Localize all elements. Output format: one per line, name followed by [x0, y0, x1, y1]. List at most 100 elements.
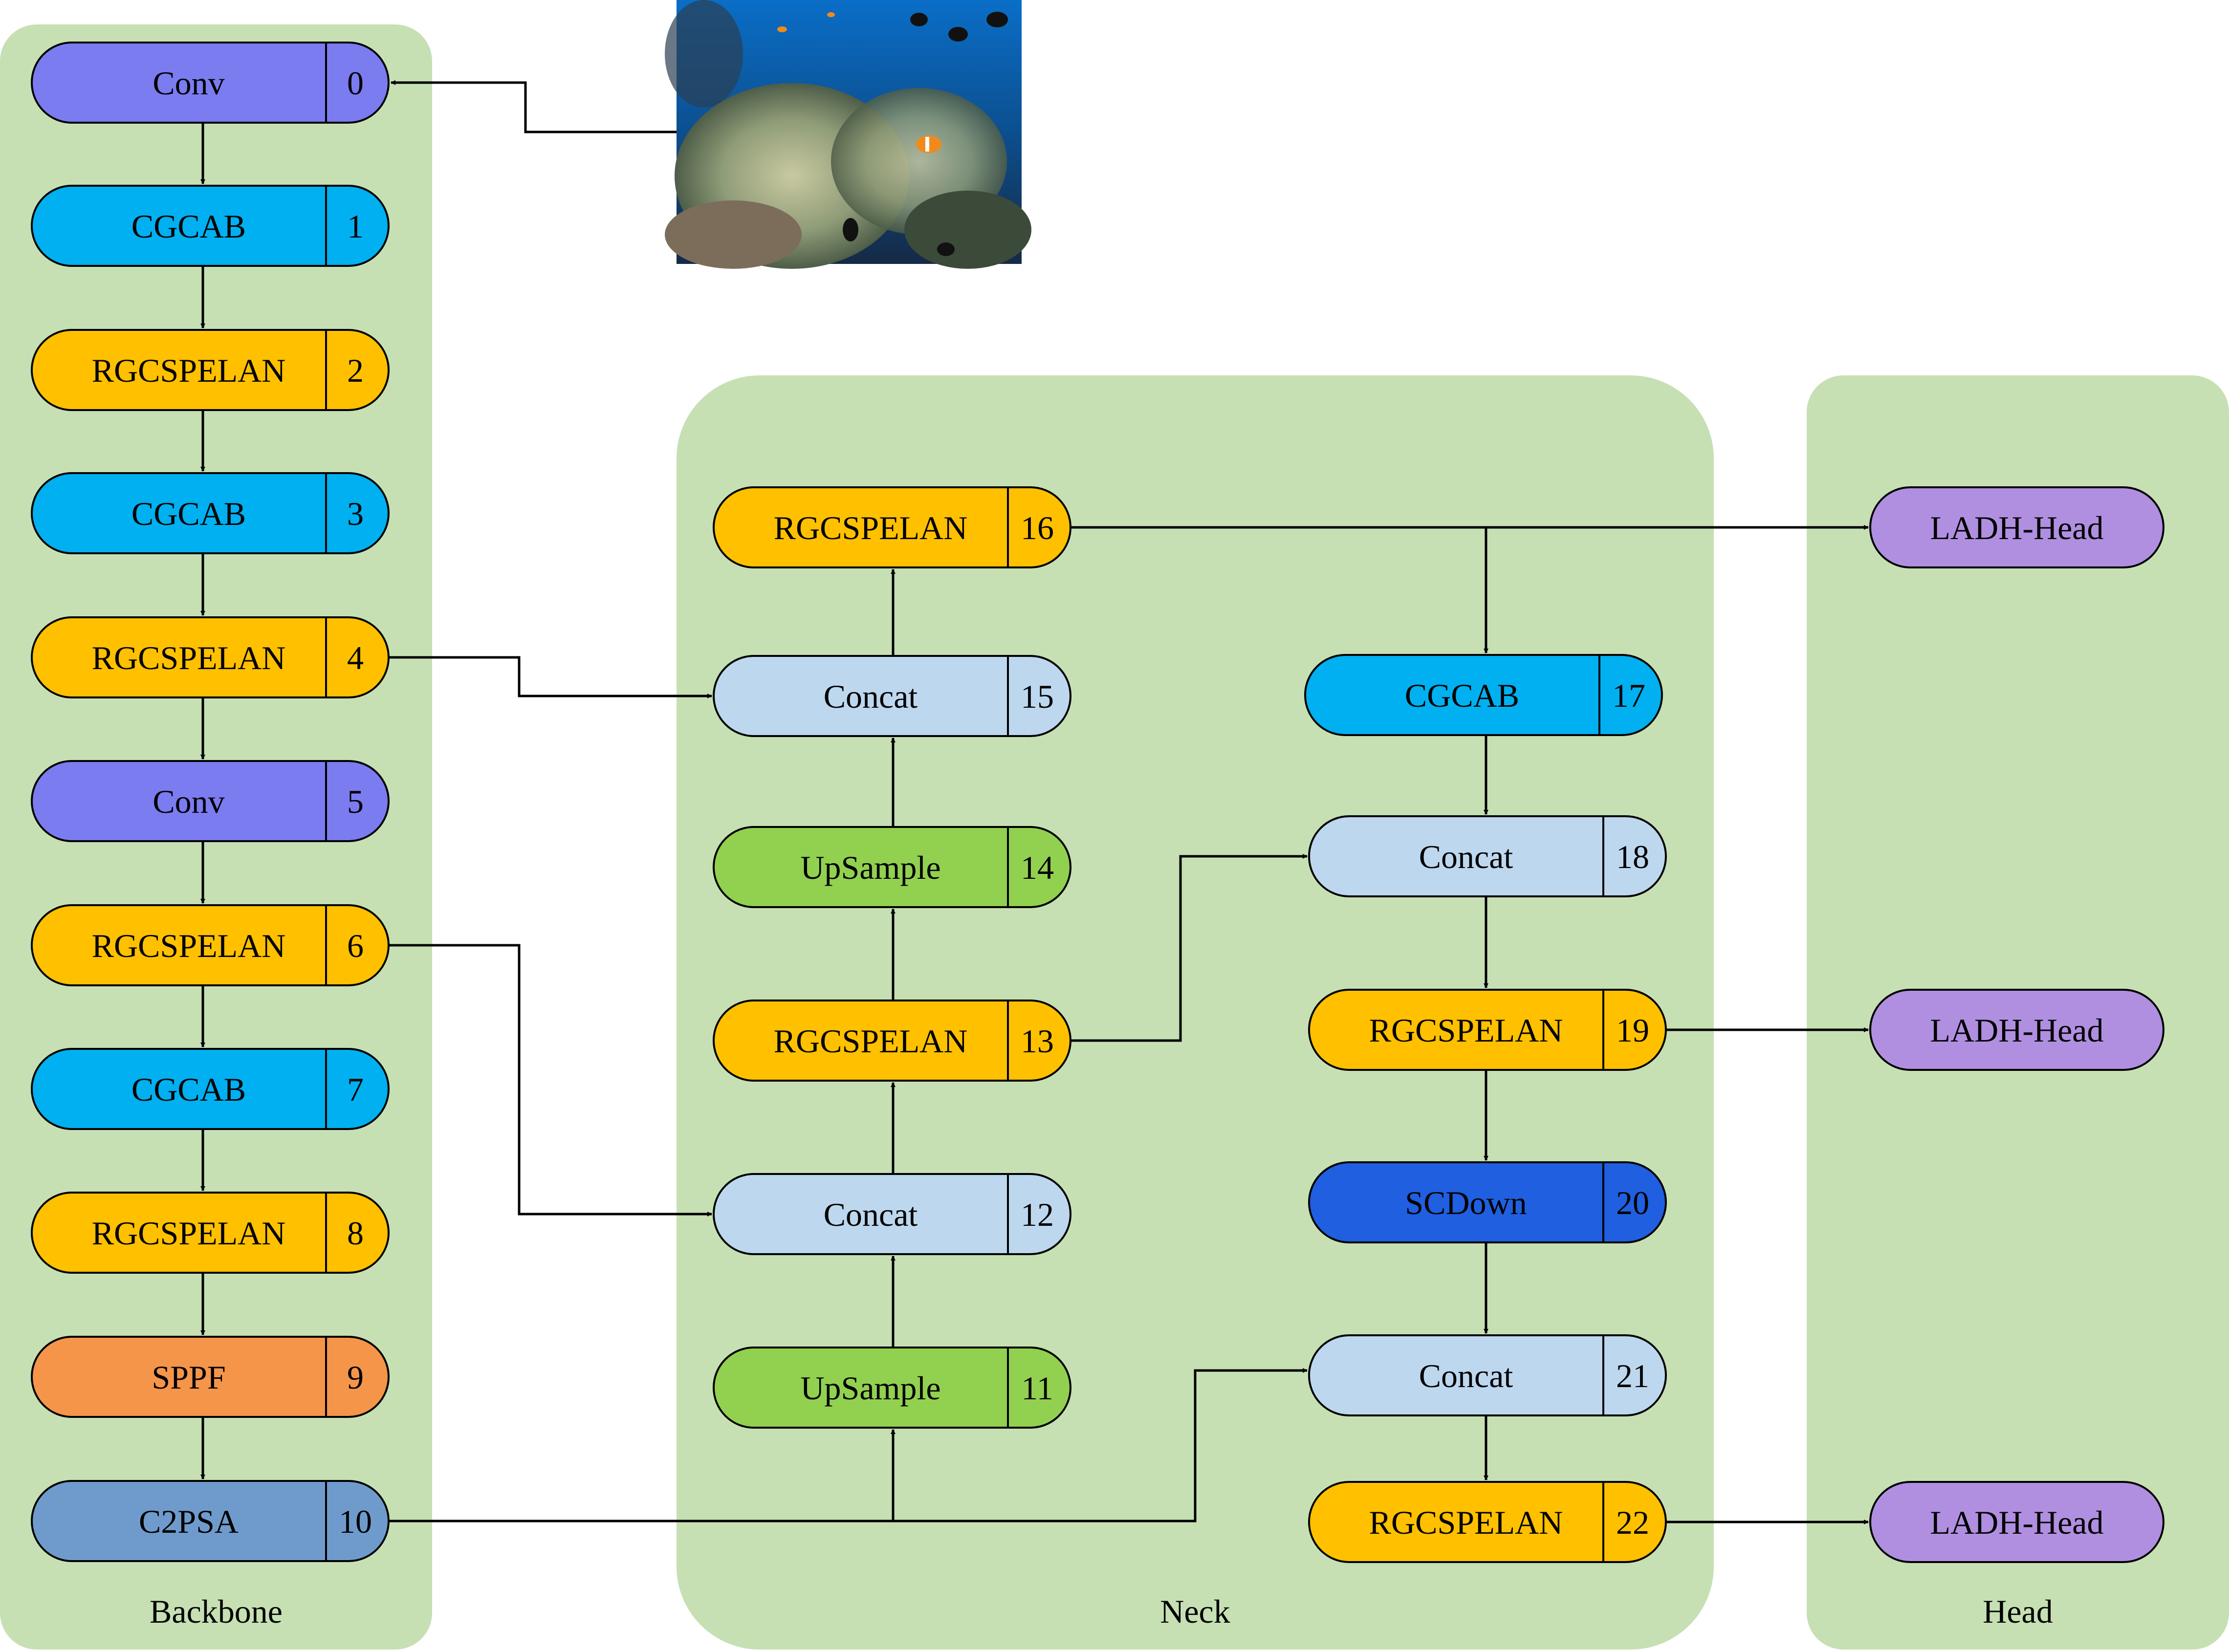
node-22: RGCSPELAN 22	[1308, 1481, 1667, 1563]
node-12: Concat 12	[713, 1173, 1071, 1255]
edge-image-0	[391, 80, 677, 133]
node-label: UpSample	[800, 849, 940, 886]
node-shape	[31, 616, 390, 698]
node-4: RGCSPELAN 4	[31, 616, 390, 698]
node-shape	[31, 760, 390, 842]
node-11: UpSample 11	[713, 1347, 1071, 1429]
node-shape	[713, 826, 1071, 908]
node-index: 4	[347, 639, 364, 676]
node-index: 10	[339, 1503, 372, 1540]
node-shape	[1308, 1161, 1667, 1243]
node-label: Concat	[824, 678, 918, 715]
node-shape	[713, 655, 1071, 737]
node-shape	[713, 1000, 1071, 1082]
node-index: 9	[347, 1359, 364, 1396]
node-shape	[713, 1173, 1071, 1255]
head-label: LADH-Head	[1930, 509, 2104, 546]
node-shape	[31, 1192, 390, 1274]
node-index: 13	[1021, 1022, 1054, 1060]
node-6: RGCSPELAN 6	[31, 904, 390, 986]
node-index: 11	[1021, 1369, 1053, 1407]
node-label: CGCAB	[1405, 677, 1519, 714]
node-13: RGCSPELAN 13	[713, 1000, 1071, 1082]
node-shape	[1308, 1334, 1667, 1416]
node-1: CGCAB 1	[31, 185, 390, 267]
node-index: 6	[347, 927, 364, 964]
node-index: 12	[1021, 1196, 1054, 1233]
node-label: RGCSPELAN	[92, 639, 286, 676]
node-label: RGCSPELAN	[92, 927, 286, 964]
backbone-label: Backbone	[150, 1593, 283, 1630]
node-shape	[31, 472, 390, 554]
node-label: Concat	[824, 1196, 918, 1233]
node-index: 15	[1021, 678, 1054, 715]
node-label: Concat	[1419, 1357, 1513, 1394]
node-19: RGCSPELAN 19	[1308, 989, 1667, 1071]
input-image	[665, 0, 1031, 269]
node-shape	[713, 1347, 1071, 1429]
head-shape	[1869, 989, 2164, 1071]
node-index: 18	[1616, 838, 1649, 875]
node-shape	[1308, 815, 1667, 897]
node-label: CGCAB	[131, 208, 246, 245]
node-index: 20	[1616, 1184, 1649, 1221]
node-8: RGCSPELAN 8	[31, 1192, 390, 1274]
node-index: 21	[1616, 1357, 1649, 1394]
node-label: C2PSA	[139, 1503, 239, 1540]
edge-6-12	[389, 944, 712, 1217]
node-shape	[31, 329, 390, 411]
head-label: LADH-Head	[1930, 1012, 2104, 1049]
node-label: RGCSPELAN	[92, 352, 286, 389]
head-label: LADH-Head	[1930, 1504, 2104, 1541]
node-label: RGCSPELAN	[92, 1215, 286, 1252]
node-index: 22	[1616, 1504, 1649, 1541]
node-label: RGCSPELAN	[1369, 1504, 1563, 1541]
node-label: Concat	[1419, 838, 1513, 875]
node-2: RGCSPELAN 2	[31, 329, 390, 411]
node-index: 2	[347, 352, 364, 389]
node-shape	[31, 904, 390, 986]
neck-label: Neck	[1160, 1593, 1230, 1630]
node-shape	[31, 1480, 390, 1562]
node-label: RGCSPELAN	[774, 1022, 968, 1060]
node-17: CGCAB 17	[1304, 654, 1663, 736]
head-h1: LADH-Head	[1869, 486, 2164, 568]
node-index: 8	[347, 1215, 364, 1252]
node-shape	[31, 1336, 390, 1418]
node-shape	[1304, 654, 1663, 736]
node-index: 1	[347, 208, 364, 245]
node-label: UpSample	[800, 1369, 940, 1407]
node-shape	[31, 42, 390, 124]
head-shape	[1869, 486, 2164, 568]
node-index: 19	[1616, 1012, 1649, 1049]
node-21: Concat 21	[1308, 1334, 1667, 1416]
node-shape	[1308, 989, 1667, 1071]
head-h2: LADH-Head	[1869, 989, 2164, 1071]
node-shape	[31, 1048, 390, 1130]
node-index: 5	[347, 783, 364, 820]
node-label: RGCSPELAN	[1369, 1012, 1563, 1049]
node-label: Conv	[153, 65, 224, 102]
edge-13-18	[1071, 854, 1308, 1042]
node-18: Concat 18	[1308, 815, 1667, 897]
node-index: 7	[347, 1071, 364, 1108]
node-index: 17	[1612, 677, 1645, 714]
node-index: 3	[347, 495, 364, 532]
head-h3: LADH-Head	[1869, 1481, 2164, 1563]
node-label: Conv	[153, 783, 224, 820]
node-10: C2PSA 10	[31, 1480, 390, 1562]
node-5: Conv 5	[31, 760, 390, 842]
node-shape	[713, 486, 1071, 568]
edge-4-15	[389, 656, 712, 698]
connectors	[200, 80, 1869, 1524]
node-label: CGCAB	[131, 495, 246, 532]
node-15: Concat 15	[713, 655, 1071, 737]
node-shape	[31, 185, 390, 267]
